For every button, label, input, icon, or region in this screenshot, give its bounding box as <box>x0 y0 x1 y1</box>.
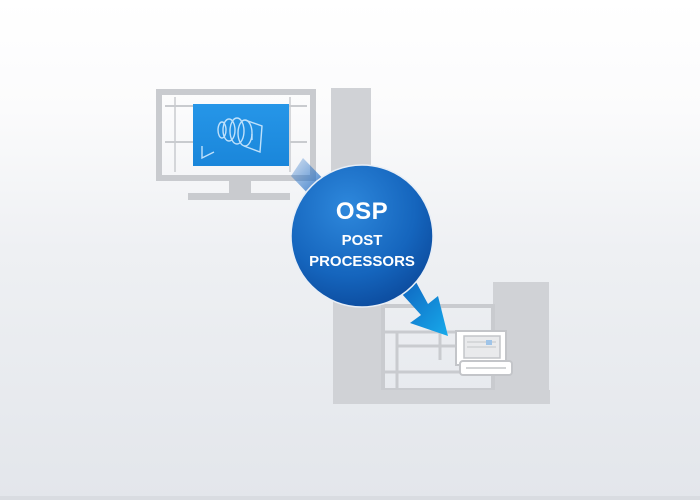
cad-part-icon <box>193 104 289 166</box>
badge-subtitle-line-1: POST <box>341 232 383 249</box>
badge-title: OSP <box>335 198 389 225</box>
bottom-divider <box>0 496 700 500</box>
controller-icon <box>455 330 513 376</box>
osp-badge <box>290 164 434 308</box>
badge-subtitle-line-2: PROCESSORS <box>309 253 415 270</box>
